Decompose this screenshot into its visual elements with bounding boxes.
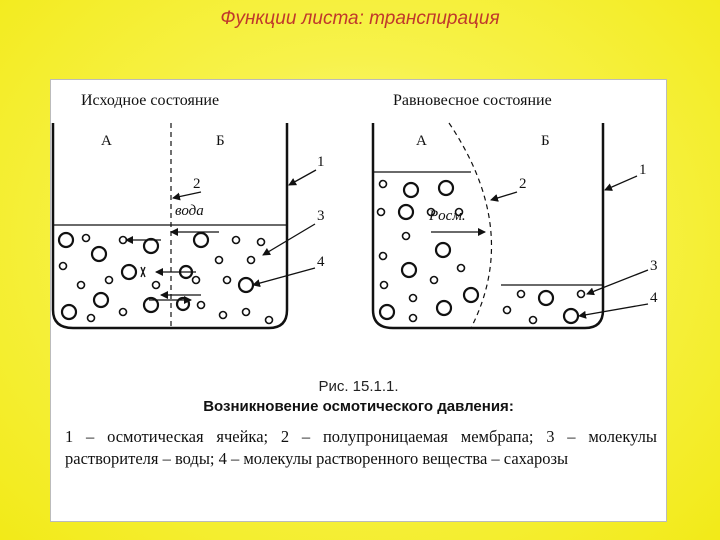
marker-3-right-arrow — [586, 269, 649, 296]
right-membrane — [448, 122, 492, 329]
right-sucrose-molecules — [378, 179, 580, 325]
marker-1-left-arrow — [288, 169, 317, 186]
marker-4-right-arrow — [578, 303, 649, 319]
water-label: вода — [175, 203, 204, 219]
left-beaker-wall — [51, 123, 289, 330]
left-state-label: Исходное состояние — [81, 92, 219, 109]
left-flow-arrows — [125, 228, 219, 304]
left-label-a: А — [101, 133, 112, 149]
marker-2-left-arrow — [172, 191, 202, 201]
marker-3-left-arrow — [262, 223, 316, 256]
marker-4-left-arrow — [252, 267, 316, 288]
slide-title: Функции листа: транспирация — [220, 8, 500, 29]
marker-1-right-arrow — [604, 175, 638, 191]
osmosis-diagram: Исходное состояние Равновесное состояние… — [51, 92, 658, 330]
figure-caption: 1 – осмотическая ячейка; 2 – полупроница… — [65, 427, 657, 468]
left-water-molecules — [58, 233, 274, 325]
left-beaker: А Б 2 вода — [51, 123, 325, 330]
marker-3-left: 3 — [317, 208, 325, 224]
right-label-a: А — [416, 133, 427, 149]
left-label-b: Б — [216, 133, 225, 149]
right-state-label: Равновесное состояние — [393, 92, 552, 109]
right-water-molecules — [376, 179, 586, 325]
figure-number: Рис. 15.1.1. — [318, 378, 399, 395]
figure-panel: Исходное состояние Равновесное состояние… — [50, 79, 667, 522]
marker-4-right: 4 — [650, 290, 658, 306]
marker-2-right: 2 — [519, 176, 527, 192]
left-sucrose-molecules — [57, 231, 255, 321]
right-beaker: А Б 2 Pосм. — [371, 122, 658, 330]
marker-2-left: 2 — [193, 176, 201, 192]
marker-1-right: 1 — [639, 162, 647, 178]
marker-3-right: 3 — [650, 258, 658, 274]
marker-1-left: 1 — [317, 154, 325, 170]
marker-4-left: 4 — [317, 254, 325, 270]
marker-2-right-arrow — [490, 191, 518, 202]
right-label-b: Б — [541, 133, 550, 149]
right-beaker-wall — [371, 123, 605, 330]
figure-heading: Возникновение осмотического давления: — [203, 398, 514, 415]
